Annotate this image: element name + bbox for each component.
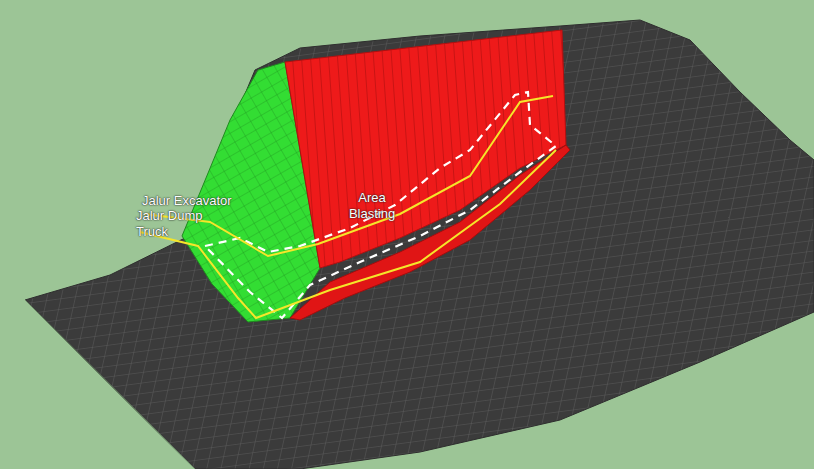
red-strip [290, 145, 570, 320]
path-label: Jalur Dump Truck [136, 208, 208, 240]
area-label: Area Blasting [340, 190, 404, 222]
dump-truck-path [140, 150, 556, 318]
terrain-mesh [25, 20, 814, 469]
excavator-path [144, 96, 553, 256]
path-label: Jalur Excavator [142, 193, 262, 209]
